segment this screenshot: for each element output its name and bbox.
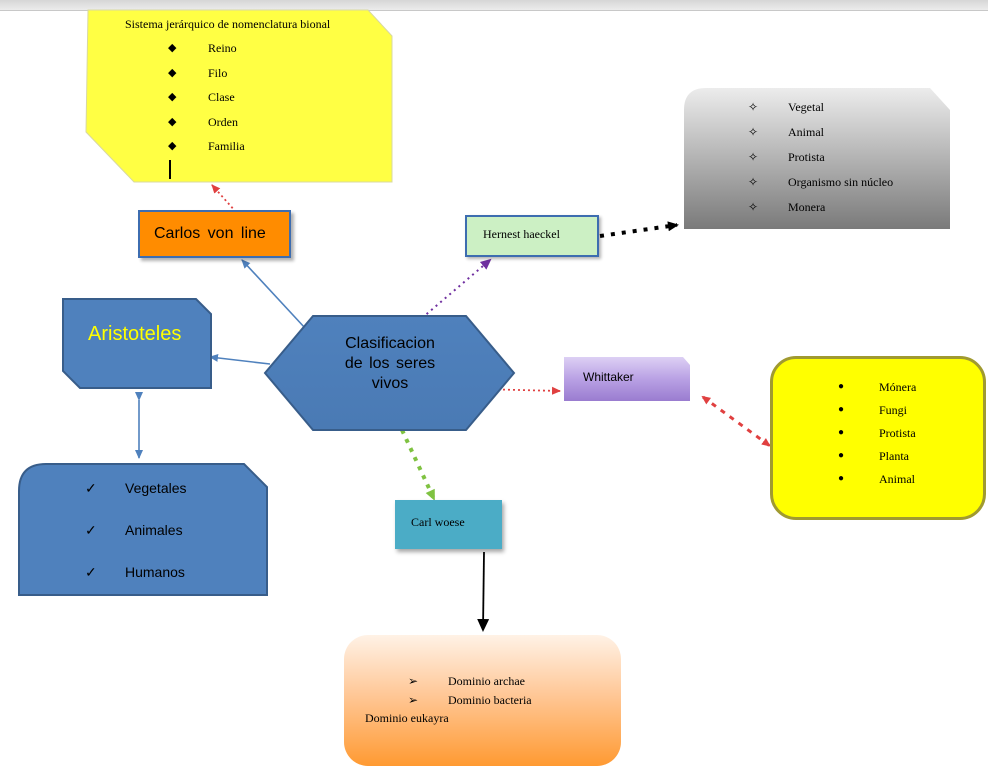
list-item: ➢Dominio archae [408, 674, 525, 688]
connector-center-aristoteles [209, 353, 271, 365]
center-label-line2: de los seres [344, 355, 436, 372]
dot-bullet-icon: ● [838, 450, 845, 461]
star-bullet-icon: ✧ [748, 150, 759, 164]
list-item: ◆Clase [168, 90, 235, 105]
diamond-bullet-icon: ◆ [168, 140, 177, 153]
connector-center-whittaker [477, 386, 561, 395]
diamond-bullet-icon: ◆ [168, 42, 177, 54]
diamond-bullet-icon: ◆ [168, 115, 177, 128]
whittaker-label[interactable]: Whittaker [583, 370, 634, 384]
dot-bullet-icon: ● [838, 404, 845, 415]
linnaeus-note-list: ◆Reino ◆Filo ◆Clase ◆Orden ◆Familia [168, 41, 245, 164]
center-label[interactable]: Clasificacion de los seres vivos [300, 334, 480, 394]
haeckel-label: Hernest haeckel [483, 227, 560, 241]
check-bullet-icon: ✓ [85, 564, 97, 580]
diamond-bullet-icon: ◆ [168, 91, 177, 104]
woese-list: ➢Dominio archae ➢Dominio bacteria [408, 674, 532, 712]
whittaker-list-box [770, 356, 986, 520]
list-item: ●Mónera [838, 380, 917, 394]
center-label-line3: vivos [371, 375, 409, 392]
linnaeus-note-shape [85, 9, 393, 183]
list-item: ✓Humanos [85, 564, 185, 580]
list-item: ✧Protista [748, 150, 825, 164]
haeckel-box[interactable]: Hernest haeckel [465, 215, 599, 257]
list-item: ✓Vegetales [85, 480, 187, 496]
woese-list-shape [344, 635, 621, 766]
aristoteles-list-shape [18, 463, 268, 596]
list-item: ●Fungi [838, 403, 908, 417]
window-top-bar [0, 0, 988, 11]
connector-whittaker-list [701, 395, 771, 448]
aristoteles-list: ✓Vegetales ✓Animales ✓Humanos [85, 480, 187, 606]
linnaeus-box[interactable]: Carlos von line [138, 210, 291, 258]
check-bullet-icon: ✓ [85, 522, 97, 538]
list-item: ➢Dominio bacteria [408, 693, 532, 707]
dot-bullet-icon: ● [838, 473, 845, 484]
connector-center-haeckel [421, 258, 492, 319]
aristoteles-label[interactable]: Aristoteles [88, 323, 182, 345]
list-item: ◆Orden [168, 114, 238, 129]
list-item: ✧Vegetal [748, 100, 824, 114]
connector-haeckel-list [599, 221, 679, 238]
haeckel-list: ✧Vegetal ✧Animal ✧Protista ✧Organismo si… [748, 100, 893, 225]
linnaeus-note-title: Sistema jerárquico de nomenclatura biona… [125, 17, 331, 31]
center-hexagon-shape [263, 315, 516, 431]
woese-label: Carl woese [411, 515, 465, 529]
list-item: ●Planta [838, 449, 909, 463]
linnaeus-label: Carlos von line [154, 225, 266, 242]
center-label-line1: Clasificacion [345, 335, 435, 352]
dot-bullet-icon: ● [838, 381, 845, 392]
woese-box[interactable]: Carl woese [395, 500, 502, 549]
whittaker-list: ●Mónera ●Fungi ●Protista ●Planta ●Animal [838, 380, 916, 495]
star-bullet-icon: ✧ [748, 100, 759, 114]
star-bullet-icon: ✧ [748, 125, 759, 139]
dot-bullet-icon: ● [838, 427, 845, 438]
list-item: ✧Animal [748, 125, 824, 139]
list-item: ✧Monera [748, 200, 826, 214]
list-item: ✧Organismo sin núcleo [748, 175, 894, 189]
list-item: ✓Animales [85, 522, 183, 538]
connector-center-linnaeus [241, 259, 306, 329]
list-item: ◆Reino [168, 41, 237, 55]
connector-woese-list [477, 551, 490, 632]
star-bullet-icon: ✧ [748, 200, 759, 214]
whittaker-shape [564, 357, 690, 401]
arrowhead-bullet-icon: ➢ [408, 674, 419, 688]
list-item: ◆Familia [168, 139, 245, 154]
connector-center-woese [400, 429, 436, 501]
connector-linnaeus-note [211, 184, 237, 213]
list-item: ●Protista [838, 426, 916, 440]
list-item: ●Animal [838, 472, 915, 486]
arrowhead-bullet-icon: ➢ [408, 693, 419, 707]
list-item: ◆Filo [168, 65, 228, 80]
check-bullet-icon: ✓ [85, 480, 97, 496]
woese-list-extra: Dominio eukayra [365, 711, 449, 725]
aristoteles-shape [62, 298, 212, 389]
star-bullet-icon: ✧ [748, 175, 759, 189]
text-cursor [169, 160, 171, 179]
haeckel-list-shape [684, 88, 950, 229]
diamond-bullet-icon: ◆ [168, 66, 177, 79]
